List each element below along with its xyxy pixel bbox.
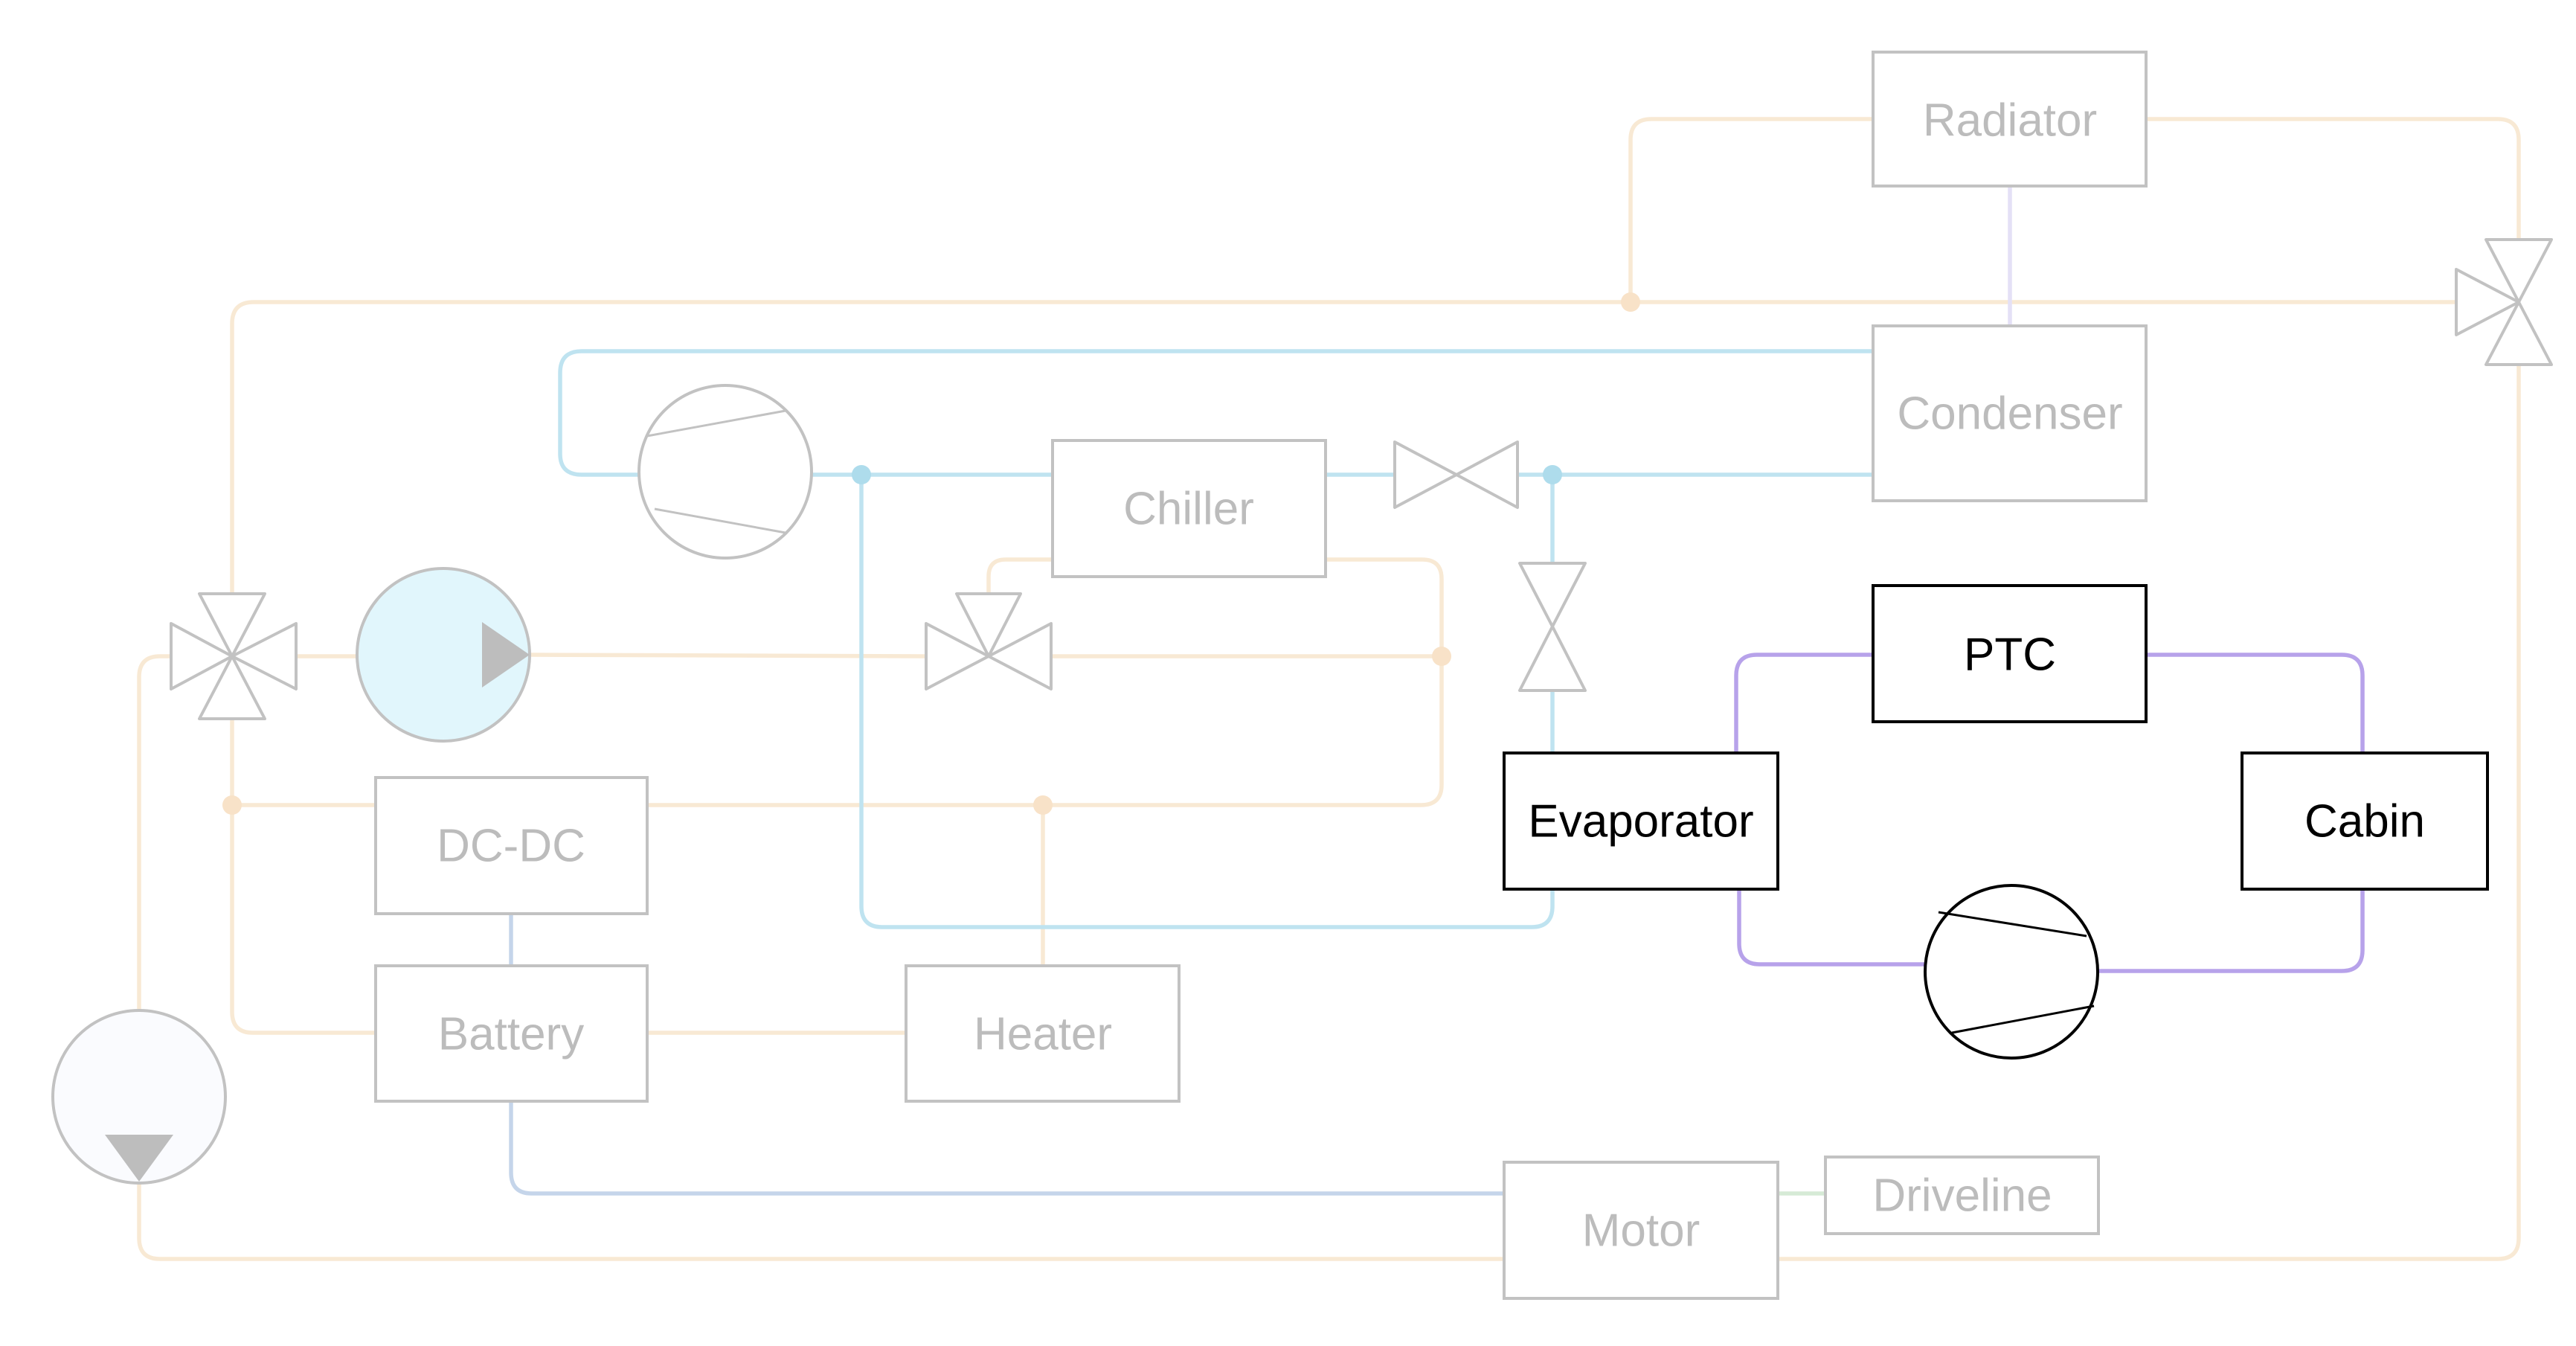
refrigerant-pipe-evaporator-return [859, 472, 1555, 929]
coolant-pipe-pump-valve [527, 653, 928, 658]
dcdc-component[interactable]: DC-DC [374, 776, 649, 915]
cabin-pipe-compressor-cabin [2095, 887, 2365, 973]
cabin-pipe-evaporator-compressor [1737, 887, 1927, 967]
coolant-loop-pipes [137, 117, 2521, 1261]
three-way-valve-right-icon[interactable] [2455, 238, 2553, 366]
ptc-component[interactable]: PTC [1872, 584, 2148, 723]
cabin-component[interactable]: Cabin [2241, 751, 2489, 891]
junction-heater [1033, 795, 1053, 815]
two-way-valve-vertical-icon[interactable] [1518, 562, 1587, 692]
heater-component[interactable]: Heater [905, 964, 1181, 1103]
coolant-pipe-valve-chiller [986, 557, 1055, 597]
cabin-label: Cabin [2304, 796, 2425, 847]
condenser-component[interactable]: Condenser [1872, 324, 2148, 502]
two-way-valve-icon[interactable] [1393, 440, 1519, 509]
radiator-label: Radiator [1923, 95, 2097, 147]
pump-icon[interactable] [356, 567, 531, 743]
junction-chiller-return [1432, 647, 1451, 666]
four-way-valve-icon[interactable] [170, 592, 298, 720]
dcdc-label: DC-DC [437, 821, 585, 872]
tank-icon[interactable] [51, 1009, 227, 1185]
driveline-label: Driveline [1872, 1170, 2052, 1222]
cabin-pipe-ptc-left [1734, 653, 1875, 755]
junction-dcdc [222, 795, 242, 815]
radiator-component[interactable]: Radiator [1872, 51, 2148, 188]
junction-refrigerant-valve [1543, 465, 1562, 484]
junction-refrigerant-compressor [852, 465, 871, 484]
motor-label: Motor [1582, 1205, 1700, 1257]
battery-label: Battery [438, 1009, 584, 1060]
refrigerant-loop-pipes [558, 349, 1875, 929]
ptc-label: PTC [1964, 629, 2056, 681]
evaporator-label: Evaporator [1528, 796, 1753, 847]
chiller-label: Chiller [1123, 484, 1254, 535]
motor-component[interactable]: Motor [1503, 1161, 1779, 1300]
junction-radiator [1621, 292, 1640, 312]
coolant-pipe-radiator-in [1628, 117, 1875, 304]
evaporator-component[interactable]: Evaporator [1503, 751, 1779, 891]
coolant-pipe-left-down [230, 716, 378, 1035]
cabin-compressor-icon[interactable] [1924, 884, 2099, 1060]
junction-dots [222, 292, 1640, 815]
cabin-loop-pipes [1734, 653, 2365, 973]
condenser-label: Condenser [1897, 388, 2122, 440]
compressor-icon[interactable] [637, 384, 813, 560]
three-way-valve-icon[interactable] [925, 592, 1053, 690]
cabin-pipe-ptc-right [2144, 653, 2365, 755]
heater-label: Heater [974, 1009, 1112, 1060]
electrical-link-battery-motor [509, 1099, 1506, 1196]
coolant-pipe-chiller-out [645, 557, 1444, 807]
coolant-pipe-bottom [137, 1182, 1506, 1261]
driveline-component[interactable]: Driveline [1824, 1156, 2100, 1235]
coolant-pipe-top [230, 300, 2458, 597]
refrigerant-pipe-condenser-out [558, 349, 1875, 477]
coolant-pipe-tank-up [137, 654, 173, 1013]
coolant-pipe-radiator-out [2144, 117, 2521, 244]
battery-component[interactable]: Battery [374, 964, 649, 1103]
chiller-component[interactable]: Chiller [1051, 439, 1327, 578]
coolant-pipe-right-side [1776, 362, 2521, 1261]
